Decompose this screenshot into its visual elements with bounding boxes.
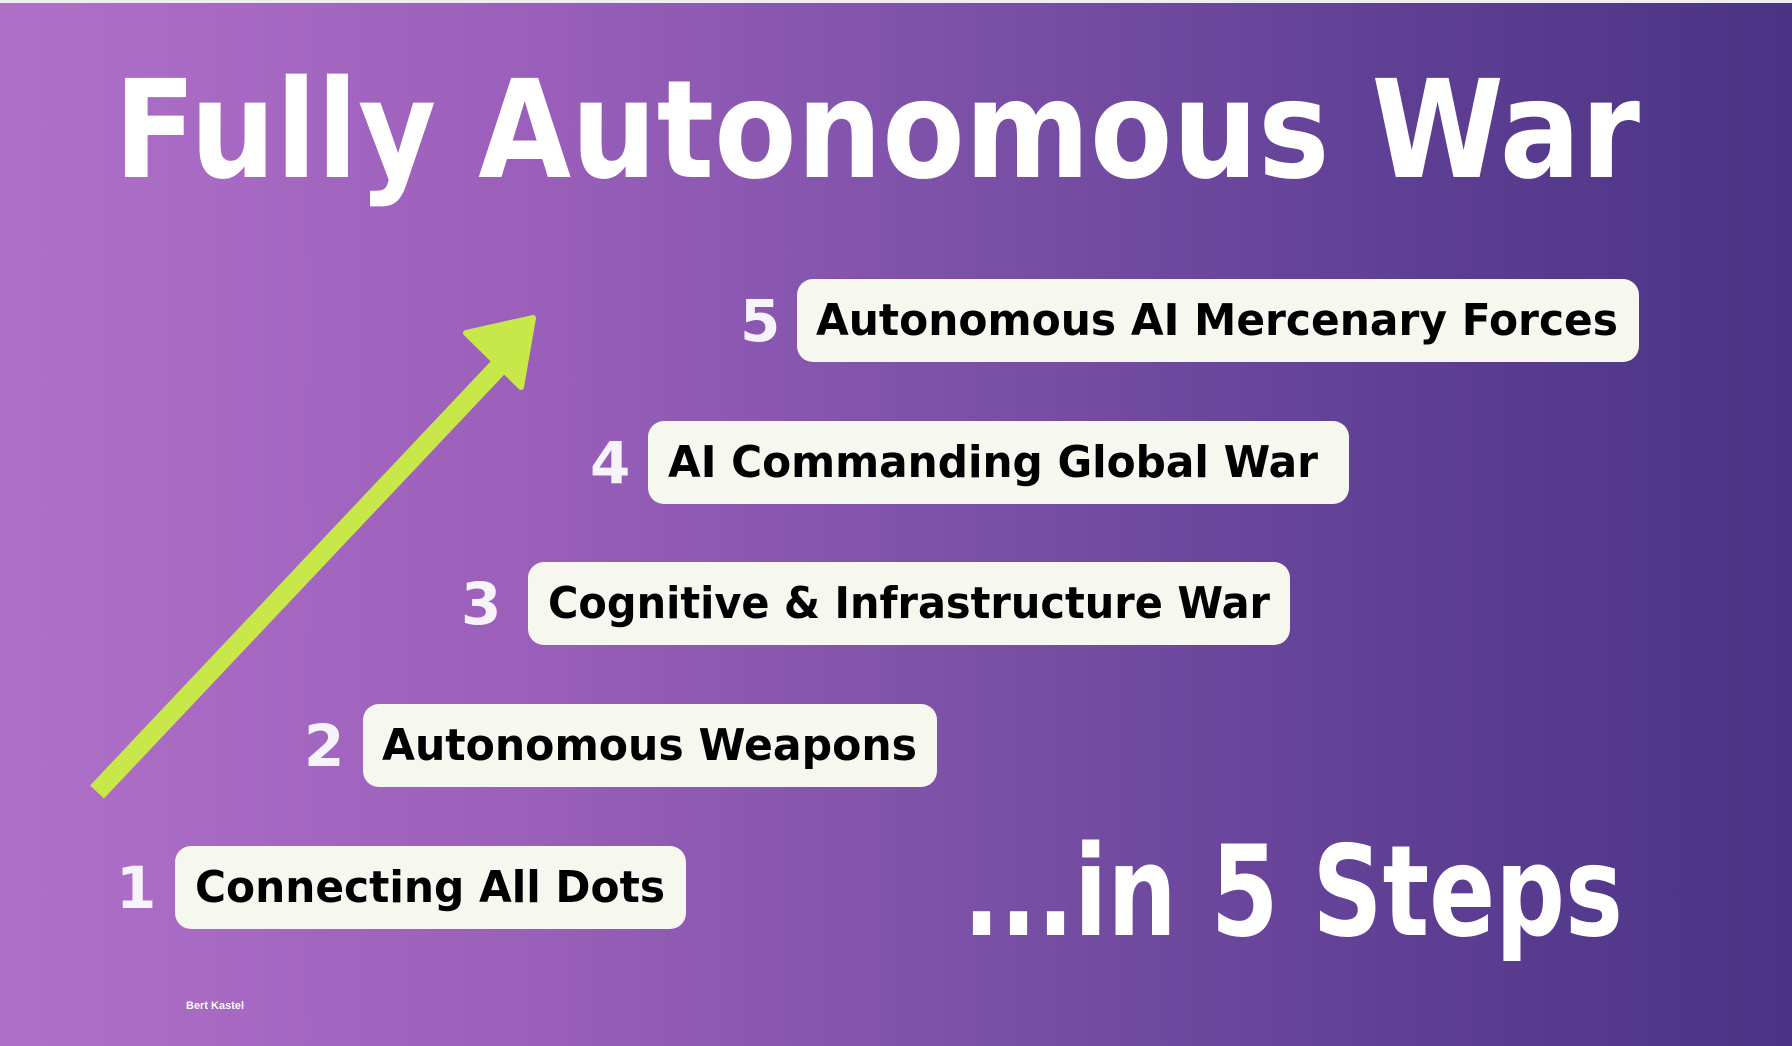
step-4-number: 4 [590, 428, 631, 497]
step-5-label: Autonomous AI Mercenary Forces [816, 295, 1618, 346]
step-1-number: 1 [116, 853, 157, 922]
page-title: Fully Autonomous War [114, 52, 1640, 210]
step-5-number: 5 [740, 286, 781, 355]
step-2-box: Autonomous Weapons [363, 704, 937, 787]
step-2-number: 2 [304, 711, 345, 780]
step-4-label: AI Commanding Global War [668, 437, 1318, 488]
step-1-label: Connecting All Dots [195, 862, 665, 913]
step-4-box: AI Commanding Global War [648, 421, 1349, 504]
step-1-box: Connecting All Dots [175, 846, 686, 929]
step-5-box: Autonomous AI Mercenary Forces [797, 279, 1639, 362]
subtitle: ...in 5 Steps [963, 818, 1623, 965]
step-3-number: 3 [461, 569, 502, 638]
top-border [0, 0, 1792, 3]
step-3-box: Cognitive & Infrastructure War [528, 562, 1290, 645]
author-credit: Bert Kastel [186, 1000, 245, 1012]
arrow-up-right-icon [90, 315, 536, 799]
step-2-label: Autonomous Weapons [382, 720, 917, 771]
step-3-label: Cognitive & Infrastructure War [548, 578, 1270, 629]
